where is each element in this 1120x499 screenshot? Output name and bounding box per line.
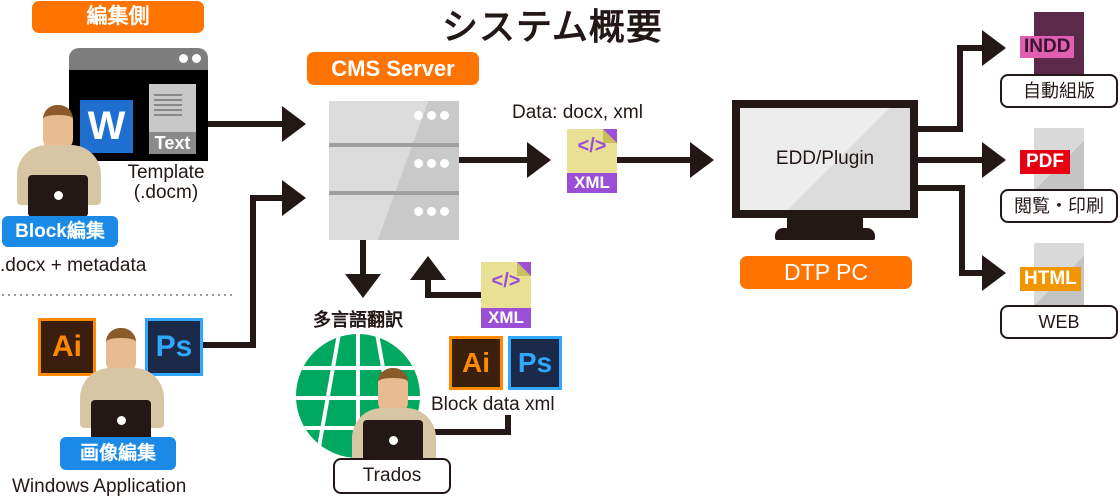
line-trados-to-blockdata	[432, 415, 511, 435]
html-label: HTML	[1020, 267, 1081, 291]
window-dot-icon	[192, 54, 201, 63]
monitor-stand	[775, 228, 875, 240]
arrow-dtp-to-indd	[918, 30, 1006, 132]
template-caption-line1: Template	[127, 162, 205, 183]
arrow-xml-to-cms	[410, 256, 482, 298]
view-print-box: 閲覧・印刷	[1000, 189, 1118, 223]
auto-typesetting-box: 自動組版	[1000, 74, 1118, 108]
editor-person-icon	[15, 105, 105, 220]
photoshop-icon: Ps	[508, 336, 562, 390]
photoshop-icon: Ps	[145, 318, 203, 376]
xml-label: XML	[481, 308, 531, 328]
window-dot-icon	[179, 54, 188, 63]
illustrator-icon: Ai	[449, 336, 503, 390]
word-icon: W	[80, 100, 133, 153]
page-title: システム概要	[442, 6, 663, 47]
block-edit-badge: Block編集	[2, 216, 118, 247]
text-document-icon: Text	[149, 84, 196, 154]
template-caption-line2: (.docm)	[133, 182, 199, 203]
windows-application-caption: Windows Application	[12, 476, 187, 497]
output-indd[interactable]: INDD 自動組版	[1000, 12, 1118, 112]
arrow-image-to-cms	[198, 180, 306, 348]
template-window[interactable]: W Text	[69, 48, 208, 161]
translator-person-icon	[350, 368, 440, 463]
cms-server-icon[interactable]	[329, 101, 459, 240]
image-editor-person-icon	[78, 328, 168, 443]
window-titlebar	[69, 48, 208, 70]
template-caption: Template (.docm)	[118, 163, 214, 203]
text-doc-label: Text	[149, 132, 196, 154]
image-edit-badge: 画像編集	[60, 437, 176, 470]
cms-server-badge: CMS Server	[307, 52, 479, 85]
docx-metadata-caption: .docx + metadata	[0, 255, 147, 276]
xml-code-glyph: </>	[491, 270, 521, 292]
editor-side-badge: 編集側	[32, 1, 204, 33]
xml-label: XML	[567, 173, 617, 193]
illustrator-icon: Ai	[38, 318, 96, 376]
output-html[interactable]: HTML WEB	[1000, 243, 1118, 343]
block-data-xml-label: Block data xml	[431, 394, 555, 415]
data-format-label: Data: docx, xml	[512, 102, 643, 123]
xml-code-glyph: </>	[577, 135, 607, 157]
arrow-dtp-to-html	[918, 185, 1006, 291]
translation-label: 多言語翻訳	[313, 310, 403, 330]
block-xml-file-icon: </> XML	[481, 262, 531, 328]
edd-plugin-label: EDD/Plugin	[740, 108, 910, 210]
pdf-label: PDF	[1020, 150, 1070, 174]
output-pdf[interactable]: PDF 閲覧・印刷	[1000, 128, 1118, 228]
xml-file-icon: </> XML	[567, 129, 617, 193]
indd-label: INDD	[1020, 36, 1075, 58]
dtp-pc-badge: DTP PC	[740, 256, 912, 289]
trados-box[interactable]: Trados	[333, 458, 451, 494]
dtp-monitor[interactable]: EDD/Plugin	[732, 100, 918, 218]
web-box: WEB	[1000, 305, 1118, 339]
